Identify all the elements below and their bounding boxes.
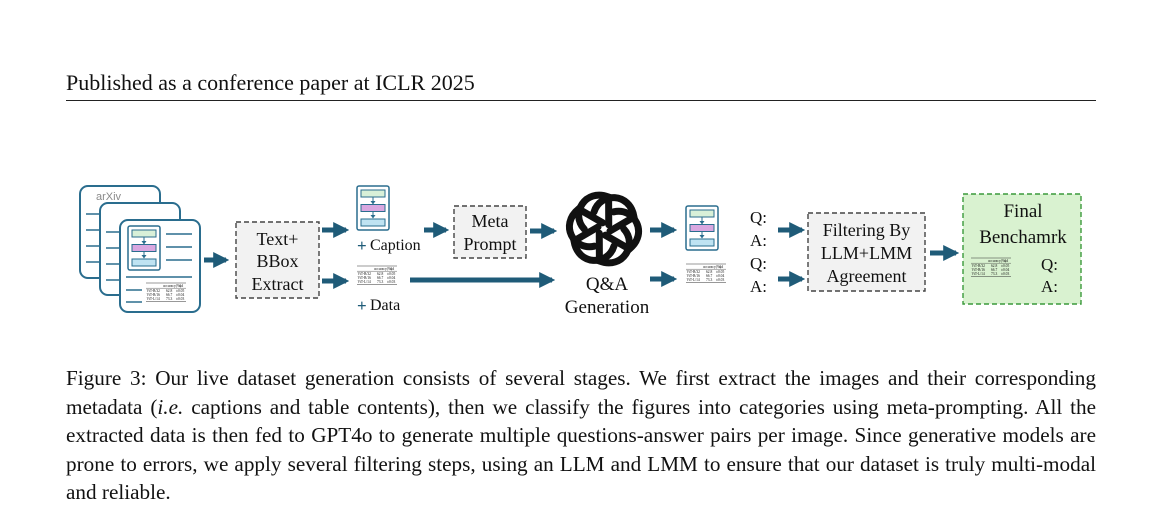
- filtering-box: Filtering By LLM+LMM Agreement: [807, 212, 926, 292]
- header-rule: [66, 100, 1096, 101]
- final-a-label: A:: [1041, 277, 1058, 296]
- arxiv-logo: arXiv: [96, 191, 122, 203]
- data-thumbnail: + Data: [356, 265, 400, 315]
- extract-line-3: Extract: [252, 274, 304, 294]
- output-figure-thumbnail: [685, 205, 719, 251]
- filtering-line-1: Filtering By: [823, 220, 911, 240]
- extract-box: Text+ BBox Extract: [235, 221, 320, 299]
- meta-prompt-line-1: Meta: [472, 211, 509, 231]
- q-label-2: Q:: [750, 254, 767, 273]
- plus-icon: +: [357, 236, 367, 255]
- final-q-label: Q:: [1041, 255, 1058, 274]
- final-benchmark-box: Final Benchamrk Q: A:: [962, 193, 1082, 305]
- a-label-2: A:: [750, 277, 767, 296]
- openai-logo-icon: [565, 191, 643, 267]
- output-table-thumbnail: [685, 263, 727, 283]
- a-label-1: A:: [750, 231, 767, 250]
- caption-label: Caption: [370, 237, 421, 254]
- extract-line-2: BBox: [256, 251, 298, 271]
- filtering-line-2: LLM+LMM: [821, 243, 912, 263]
- final-line-1: Final: [1003, 201, 1042, 222]
- caption-thumbnail: + Caption: [356, 185, 421, 255]
- meta-prompt-box: Meta Prompt: [453, 205, 527, 259]
- caption-ie: i.e.: [157, 394, 184, 419]
- plus-icon: +: [357, 296, 367, 315]
- qa-generation-line-2: Generation: [565, 297, 650, 318]
- caption-text-1: Our live dataset generation consists of …: [66, 366, 1096, 419]
- extract-line-1: Text+: [257, 229, 299, 249]
- data-label: Data: [370, 297, 400, 314]
- arxiv-documents-icon: arXiv: [79, 185, 201, 313]
- caption-text-2: captions and table contents), then we cl…: [66, 394, 1096, 505]
- figure-caption: Figure 3: Our live dataset generation co…: [66, 364, 1096, 507]
- qa-generation-line-1: Q&A: [586, 274, 629, 295]
- figure-label: Figure 3:: [66, 366, 147, 390]
- q-label-1: Q:: [750, 208, 767, 227]
- final-line-2: Benchamrk: [979, 227, 1067, 248]
- meta-prompt-line-2: Prompt: [463, 234, 516, 254]
- filtering-line-3: Agreement: [827, 266, 907, 286]
- running-header: Published as a conference paper at ICLR …: [66, 70, 475, 95]
